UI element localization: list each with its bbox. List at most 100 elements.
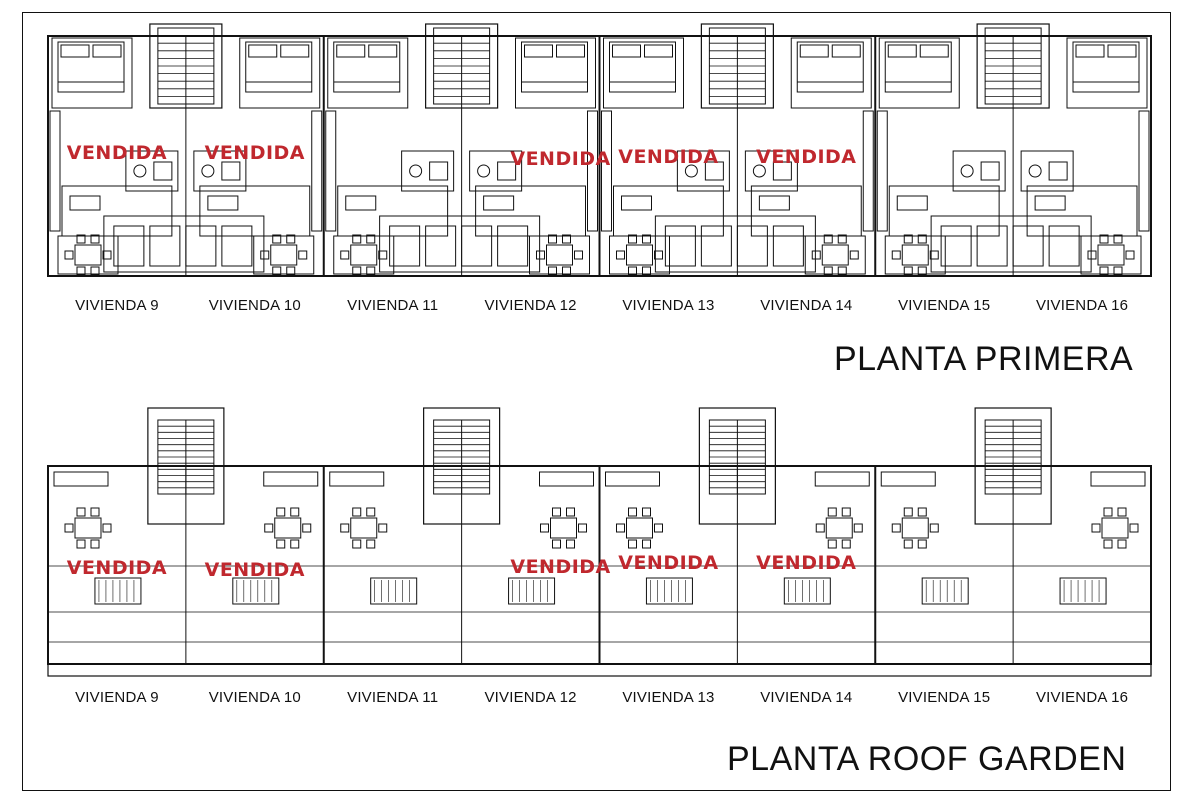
unit-label: VIVIENDA 13 (622, 297, 715, 314)
chair (562, 266, 571, 276)
sofa-module (461, 225, 493, 267)
sunbed (783, 577, 831, 605)
terrace (253, 235, 315, 275)
first-floor-unit (876, 36, 1014, 276)
roof-dining-set (340, 507, 388, 549)
sofa-module (664, 225, 696, 267)
chair (352, 266, 362, 276)
chair (90, 507, 100, 517)
sold-stamp: VENDIDA (66, 557, 168, 579)
chair (891, 250, 901, 260)
roof-unit (737, 466, 877, 664)
chair (552, 507, 561, 517)
chair (903, 507, 913, 517)
chair (1117, 539, 1127, 549)
table (626, 517, 653, 539)
chair (378, 250, 388, 260)
double-bed (1072, 41, 1140, 93)
first-floor-unit (469, 36, 601, 276)
chair (264, 523, 274, 533)
drawing-frame (22, 12, 1171, 791)
chair (827, 507, 837, 517)
chair (903, 266, 913, 276)
table (550, 517, 577, 539)
washbasin (221, 161, 241, 181)
chair (102, 523, 112, 533)
sofa-module (389, 225, 421, 267)
pillow (919, 44, 949, 58)
pillow (799, 44, 829, 58)
sold-stamp: VENDIDA (756, 552, 857, 574)
double-bed (245, 41, 313, 93)
sunbed (645, 577, 693, 605)
chair (823, 266, 833, 276)
first-floor-unit (1020, 36, 1152, 276)
roof-garden-title: PLANTA ROOF GARDEN (727, 740, 1127, 778)
roof-stair-core (974, 407, 1052, 525)
terrace (609, 235, 670, 275)
pillow (1075, 44, 1105, 58)
sofa-module (425, 225, 457, 267)
living-room (61, 185, 173, 237)
roof-dining-set (891, 507, 939, 549)
terrace (57, 235, 119, 275)
roof-unit (48, 466, 187, 664)
roof-dining-set (64, 507, 112, 549)
living-room (337, 185, 449, 237)
roof-garden-parapet (47, 663, 1152, 677)
chair (1087, 250, 1097, 260)
stair-core (976, 23, 1050, 109)
table (901, 244, 929, 266)
double-bed (521, 41, 588, 93)
chair (1091, 523, 1101, 533)
staircase (157, 27, 215, 105)
sunbed (370, 577, 418, 605)
table (274, 517, 302, 539)
bathroom (744, 150, 798, 192)
roof-stair-core (147, 407, 225, 525)
pillow (887, 44, 917, 58)
unit-label: VIVIENDA 11 (347, 689, 439, 706)
kitchen-counter (325, 110, 337, 232)
unit-label: VIVIENDA 10 (208, 689, 301, 706)
kitchen-counter (311, 110, 323, 232)
chair (340, 523, 350, 533)
bathroom (193, 150, 247, 192)
unit-label: VIVIENDA 12 (484, 297, 577, 314)
double-bed (884, 41, 952, 93)
terrace (529, 235, 590, 275)
bedroom (515, 37, 596, 109)
bedroom (878, 37, 960, 109)
chair (891, 523, 901, 533)
chair (654, 523, 663, 533)
kitchen-counter (1138, 110, 1150, 232)
chair (628, 507, 637, 517)
chair (628, 539, 637, 549)
dining-set (891, 234, 939, 276)
roof-unit (185, 466, 325, 664)
bedroom (603, 37, 684, 109)
washbasin (704, 161, 724, 181)
dining-set (811, 234, 859, 276)
pillow (60, 44, 90, 58)
sold-stamp: VENDIDA (204, 559, 306, 581)
sofa-module (149, 225, 181, 267)
bed-frame (609, 41, 676, 93)
chair (837, 234, 847, 244)
chair (1117, 507, 1127, 517)
bedroom (327, 37, 409, 109)
toilet (1028, 164, 1042, 178)
bathroom (125, 150, 179, 192)
first-floor-unit (193, 36, 325, 276)
chair (815, 523, 825, 533)
sunbed (94, 577, 142, 605)
pillow (644, 44, 673, 58)
roof-equipment (53, 471, 109, 487)
sofa-module (772, 225, 804, 267)
roof-equipment (1090, 471, 1146, 487)
terrace (1080, 235, 1142, 275)
dining-set (1087, 234, 1135, 276)
bed-frame (521, 41, 588, 93)
table (350, 517, 378, 539)
roof-unit (875, 466, 1014, 664)
